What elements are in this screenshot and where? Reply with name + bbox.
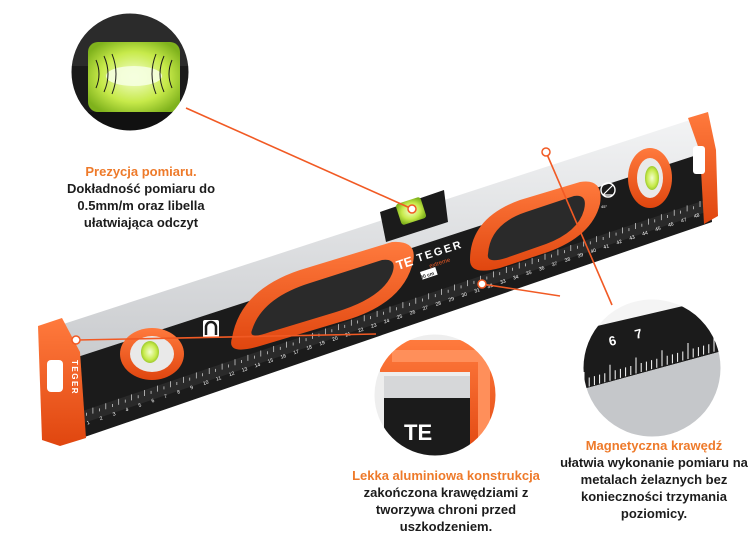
ruler-digit: 35	[525, 270, 532, 277]
ruler-digit: 29	[448, 296, 455, 303]
angle-label: 45°	[601, 204, 607, 209]
magnet-icon-glyph	[204, 320, 218, 335]
ruler-digit: 9	[189, 385, 194, 392]
ruler-ticks	[79, 201, 701, 418]
ruler-digit: 45	[654, 226, 661, 233]
ruler-digit: 31	[474, 287, 481, 294]
ruler-digit: 36	[538, 265, 545, 272]
ruler-digit: 42	[616, 239, 623, 246]
ruler-digit: 37	[551, 261, 558, 268]
ruler-digit: 2	[99, 416, 104, 423]
leader-aluminium	[77, 333, 377, 341]
left-handle	[231, 241, 414, 350]
callout-precision-title: Prezycja pomiaru.	[85, 164, 197, 179]
zoom-edge: 6 7	[580, 296, 724, 440]
leader-magnetic	[545, 151, 613, 306]
zoom-corner: TE	[371, 331, 499, 459]
ruler-digit: 4	[125, 407, 130, 414]
zoom-vial	[68, 10, 192, 134]
callout-precision-body: Dokładność pomiaru do 0.5mm/m oraz libel…	[66, 181, 216, 230]
left-end-cap-window	[47, 360, 63, 392]
size-badge: 50 cm	[420, 271, 436, 281]
ruler-digit: 11	[215, 375, 222, 382]
ruler-digit: 22	[357, 327, 364, 334]
level-top-face	[45, 120, 706, 362]
callout-magnetic-body: ułatwia wykonanie pomiaru na metalach że…	[560, 455, 748, 521]
ruler-digit: 23	[370, 322, 377, 329]
angle-icon: 45°	[600, 182, 616, 209]
ruler-digit: 1	[86, 420, 91, 427]
end-brand-text: TEGER	[70, 360, 79, 395]
ruler-digit: 14	[254, 362, 261, 369]
ruler-digit: 18	[306, 344, 313, 351]
left-round-vial	[120, 328, 184, 380]
ruler-labels: 1234567891011121314151617181920212223242…	[86, 212, 700, 426]
ruler-digit: 26	[409, 309, 416, 316]
spirit-level: 1234567891011121314151617181920212223242…	[38, 112, 718, 446]
ruler-digit: 30	[461, 292, 468, 299]
ruler-digit: 40	[590, 248, 597, 255]
leader-rivet	[481, 283, 561, 297]
ruler-digit: 25	[396, 314, 403, 321]
ruler-digit: 44	[642, 230, 649, 237]
ruler-digit: 20	[332, 336, 339, 343]
ruler-digit: 3	[112, 411, 117, 418]
ruler-digit: 17	[293, 349, 300, 356]
ruler-digit: 16	[280, 353, 287, 360]
ruler-digit: 33	[499, 278, 506, 285]
ruler-digit: 5	[138, 402, 143, 409]
callout-precision: Prezycja pomiaru. Dokładność pomiaru do …	[56, 163, 226, 231]
callout-aluminium: Lekka aluminiowa konstrukcja zakończona …	[346, 467, 546, 535]
ruler-digit: 39	[577, 252, 584, 259]
ruler-digit: 38	[564, 256, 571, 263]
ruler-digit: 13	[241, 366, 248, 373]
ruler-digit: 46	[667, 221, 674, 228]
ruler-digit: 7	[164, 394, 169, 401]
ruler-digit: 19	[319, 340, 326, 347]
ruler-digit: 48	[693, 212, 700, 219]
right-round-vial	[628, 148, 672, 208]
callout-magnetic-title: Magnetyczna krawędź	[585, 438, 723, 453]
leader-dots	[71, 147, 551, 345]
right-end-cap-window	[693, 146, 705, 174]
logo-mark: TE	[394, 253, 415, 273]
ruler-digit: 15	[267, 358, 274, 365]
callout-magnetic: Magnetyczna krawędź ułatwia wykonanie po…	[558, 437, 750, 522]
level-ruler-strip	[68, 198, 712, 428]
ruler-digit: 41	[603, 243, 610, 250]
callout-aluminium-body: zakończona krawędziami z tworzywa chroni…	[363, 485, 529, 534]
leader-precision	[185, 107, 411, 209]
ruler-digit: 34	[512, 274, 519, 281]
ruler-digit: 32	[487, 283, 494, 290]
ruler-digit: 6	[151, 398, 156, 405]
ruler-digit: 28	[435, 300, 442, 307]
ruler-digit: 8	[177, 389, 182, 396]
ruler-digit: 10	[202, 380, 209, 387]
zoom-corner-logo: TE	[404, 420, 432, 445]
ruler-digit: 24	[383, 318, 390, 325]
zoom-digit-6: 6	[607, 333, 618, 349]
ruler-digit: 12	[228, 371, 235, 378]
ruler-digit: 43	[629, 234, 636, 241]
callout-aluminium-title: Lekka aluminiowa konstrukcja	[352, 468, 540, 483]
ruler-digit: 27	[422, 305, 429, 312]
ruler-digit: 47	[680, 217, 687, 224]
callout-leaders	[77, 107, 613, 341]
zoom-digit-7: 7	[633, 326, 644, 342]
